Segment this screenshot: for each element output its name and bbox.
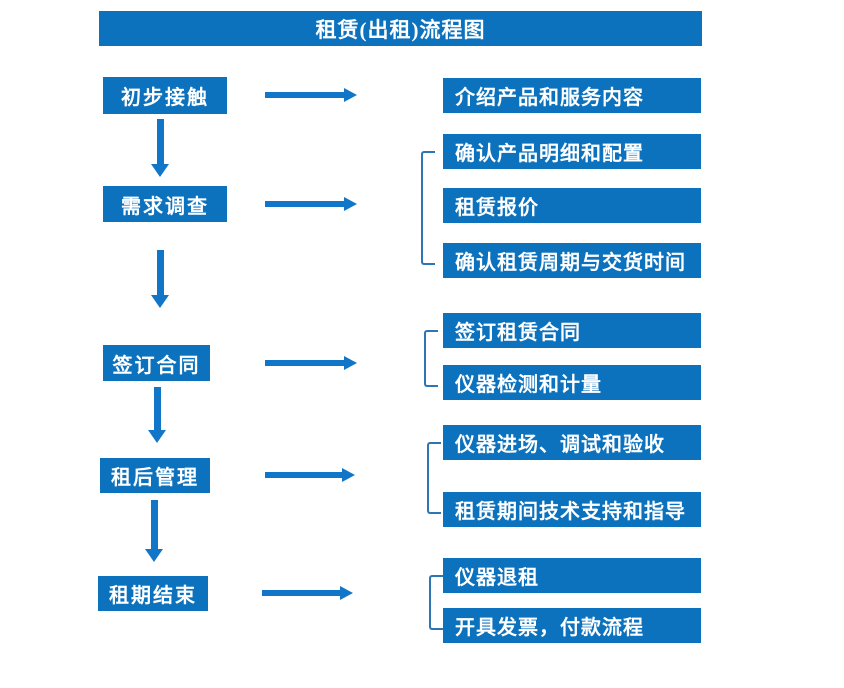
flowchart-title: 租赁(出租)流程图 xyxy=(99,11,702,46)
arrow-down-icon-1 xyxy=(151,119,169,177)
arrow-down-icon-2 xyxy=(151,250,169,308)
stage-box-demand-survey: 需求调查 xyxy=(103,186,227,222)
stage-box-initial-contact: 初步接触 xyxy=(103,77,227,114)
bracket-rental-end-group xyxy=(429,575,443,630)
detail-box-rental-quote: 租赁报价 xyxy=(443,188,701,223)
detail-box-invoice-payment: 开具发票，付款流程 xyxy=(443,608,701,643)
arrow-head xyxy=(151,295,169,308)
arrow-head xyxy=(145,549,163,562)
detail-box-instrument-setup-acceptance: 仪器进场、调试和验收 xyxy=(443,425,701,460)
arrow-head xyxy=(340,586,353,600)
arrow-shaft xyxy=(265,472,342,478)
arrow-head xyxy=(151,164,169,177)
detail-box-introduce-products: 介绍产品和服务内容 xyxy=(443,78,701,113)
arrow-shaft xyxy=(265,201,344,207)
detail-box-sign-rental-contract: 签订租赁合同 xyxy=(443,313,701,348)
arrow-down-icon-3 xyxy=(148,387,166,443)
detail-box-instrument-test-calibration: 仪器检测和计量 xyxy=(443,365,701,400)
arrow-shaft xyxy=(265,92,344,98)
arrow-shaft xyxy=(153,387,161,430)
stage-box-sign-contract: 签订合同 xyxy=(103,345,210,381)
bracket-post-rental-group xyxy=(427,442,441,514)
arrow-shaft xyxy=(150,500,158,549)
arrow-head xyxy=(344,197,357,211)
arrow-shaft xyxy=(262,590,340,596)
arrow-shaft xyxy=(265,360,344,366)
arrow-head xyxy=(148,430,166,443)
arrow-down-icon-4 xyxy=(145,500,163,562)
arrow-head xyxy=(344,88,357,102)
arrow-right-icon-3 xyxy=(265,356,357,370)
arrow-shaft xyxy=(156,119,164,164)
arrow-right-icon-5 xyxy=(262,586,353,600)
detail-box-confirm-product-config: 确认产品明细和配置 xyxy=(443,134,701,169)
arrow-right-icon-4 xyxy=(265,468,355,482)
detail-box-instrument-return: 仪器退租 xyxy=(443,558,701,593)
arrow-head xyxy=(342,468,355,482)
arrow-shaft xyxy=(156,250,164,295)
bracket-demand-survey-group xyxy=(421,151,435,265)
detail-box-confirm-period-delivery: 确认租赁周期与交货时间 xyxy=(443,243,701,278)
detail-box-technical-support: 租赁期间技术支持和指导 xyxy=(443,492,701,527)
arrow-head xyxy=(344,356,357,370)
arrow-right-icon-2 xyxy=(265,197,357,211)
bracket-sign-contract-group xyxy=(424,330,438,387)
stage-box-post-rental-management: 租后管理 xyxy=(100,458,210,493)
arrow-right-icon-1 xyxy=(265,88,357,102)
stage-box-rental-end: 租期结束 xyxy=(98,576,208,611)
